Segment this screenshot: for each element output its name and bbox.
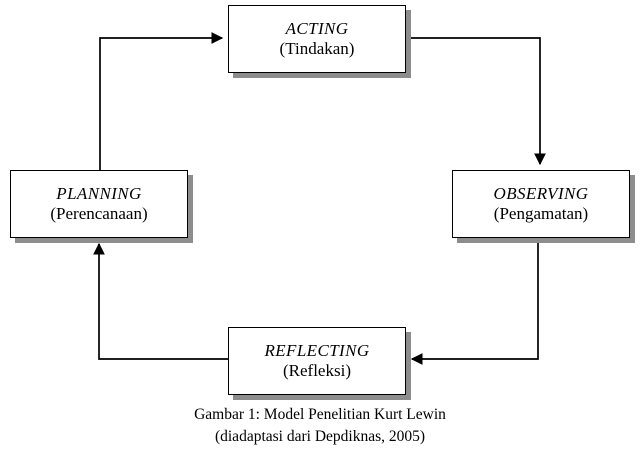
- node-observing: OBSERVING (Pengamatan): [452, 170, 630, 238]
- figure-caption-line-1: Gambar 1: Model Penelitian Kurt Lewin: [194, 406, 446, 423]
- node-observing-title-en: OBSERVING: [493, 183, 589, 203]
- node-reflecting-title-id: (Refleksi): [283, 361, 351, 380]
- node-reflecting: REFLECTING (Refleksi): [228, 327, 406, 395]
- node-planning-title-id: (Perencanaan): [50, 204, 148, 223]
- node-acting: ACTING (Tindakan): [228, 5, 406, 73]
- node-planning: PLANNING (Perencanaan): [10, 170, 188, 238]
- figure-caption-line-2: (diadaptasi dari Depdiknas, 2005): [214, 428, 426, 445]
- edge-observing-to-reflecting: [410, 238, 539, 365]
- figure-caption: Gambar 1: Model Penelitian Kurt Lewin (d…: [0, 404, 640, 448]
- node-reflecting-title-en: REFLECTING: [264, 340, 370, 360]
- node-acting-title-en: ACTING: [285, 18, 349, 38]
- node-acting-title-id: (Tindakan): [279, 39, 355, 58]
- edge-reflecting-to-planning: [93, 242, 228, 360]
- node-observing-title-id: (Pengamatan): [493, 204, 589, 223]
- edge-planning-to-acting: [99, 32, 224, 170]
- edge-acting-to-observing: [406, 37, 546, 166]
- node-planning-title-en: PLANNING: [56, 183, 142, 203]
